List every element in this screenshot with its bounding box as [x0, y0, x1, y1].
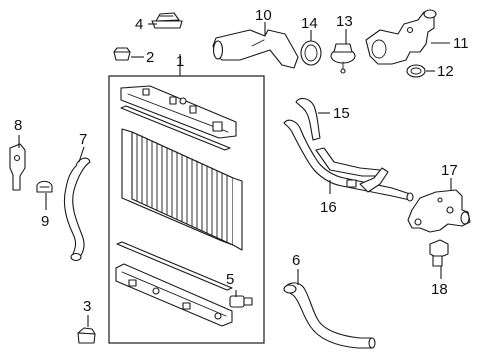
lower-hose-end-2 [368, 337, 376, 349]
radiator-assembly-frame [108, 75, 265, 344]
bracket[interactable] [9, 143, 26, 191]
callout-labels: 1 2 3 4 5 6 7 8 9 10 11 12 13 14 15 16 1… [14, 7, 469, 315]
water-inlet-housing[interactable] [407, 189, 471, 233]
callout-18: 18 [431, 281, 448, 298]
callout-17: 17 [441, 162, 458, 179]
callout-13: 13 [336, 13, 353, 30]
callout-7: 7 [79, 131, 87, 148]
plug-cap[interactable] [113, 47, 131, 61]
outlet-gasket[interactable] [406, 64, 426, 78]
callout-1: 1 [176, 53, 184, 70]
callout-2: 2 [146, 49, 154, 66]
leader-lines [18, 22, 452, 327]
hose-clamp[interactable] [36, 180, 53, 193]
radiator-upper-hose[interactable] [63, 157, 91, 259]
water-inlet-pipe[interactable] [212, 29, 299, 69]
radiator-upper-tank[interactable] [120, 85, 237, 139]
callout-4: 4 [135, 16, 143, 33]
hose-end [70, 252, 82, 262]
callout-9: 9 [41, 213, 49, 230]
radiator-lower-hose[interactable] [283, 282, 373, 349]
upper-seal-strip [120, 105, 231, 151]
lower-hose-end [283, 284, 297, 294]
gasket-ring[interactable] [300, 40, 322, 66]
radiator-cap[interactable] [151, 12, 183, 29]
callout-8: 8 [14, 117, 22, 134]
radiator-core[interactable] [121, 128, 243, 251]
temperature-sensor[interactable] [429, 239, 449, 267]
callout-14: 14 [301, 15, 318, 32]
callout-15: 15 [333, 105, 350, 122]
radiator-core-fins [136, 133, 228, 243]
bypass-hose[interactable] [295, 97, 321, 141]
callout-11: 11 [453, 35, 469, 52]
radiator-lower-tank[interactable] [115, 263, 233, 327]
drain-plug[interactable] [77, 327, 96, 344]
callout-16: 16 [320, 199, 337, 216]
callout-3: 3 [83, 298, 91, 315]
thermostat-housing[interactable] [365, 9, 437, 65]
water-pipe-assembly[interactable] [283, 119, 414, 202]
callout-10: 10 [255, 7, 272, 24]
callout-12: 12 [437, 63, 454, 80]
lower-seal-strip [116, 241, 233, 291]
thermostat[interactable] [330, 43, 356, 74]
drain-cock[interactable] [214, 295, 253, 320]
callout-5: 5 [226, 271, 234, 288]
callout-6: 6 [292, 252, 300, 269]
